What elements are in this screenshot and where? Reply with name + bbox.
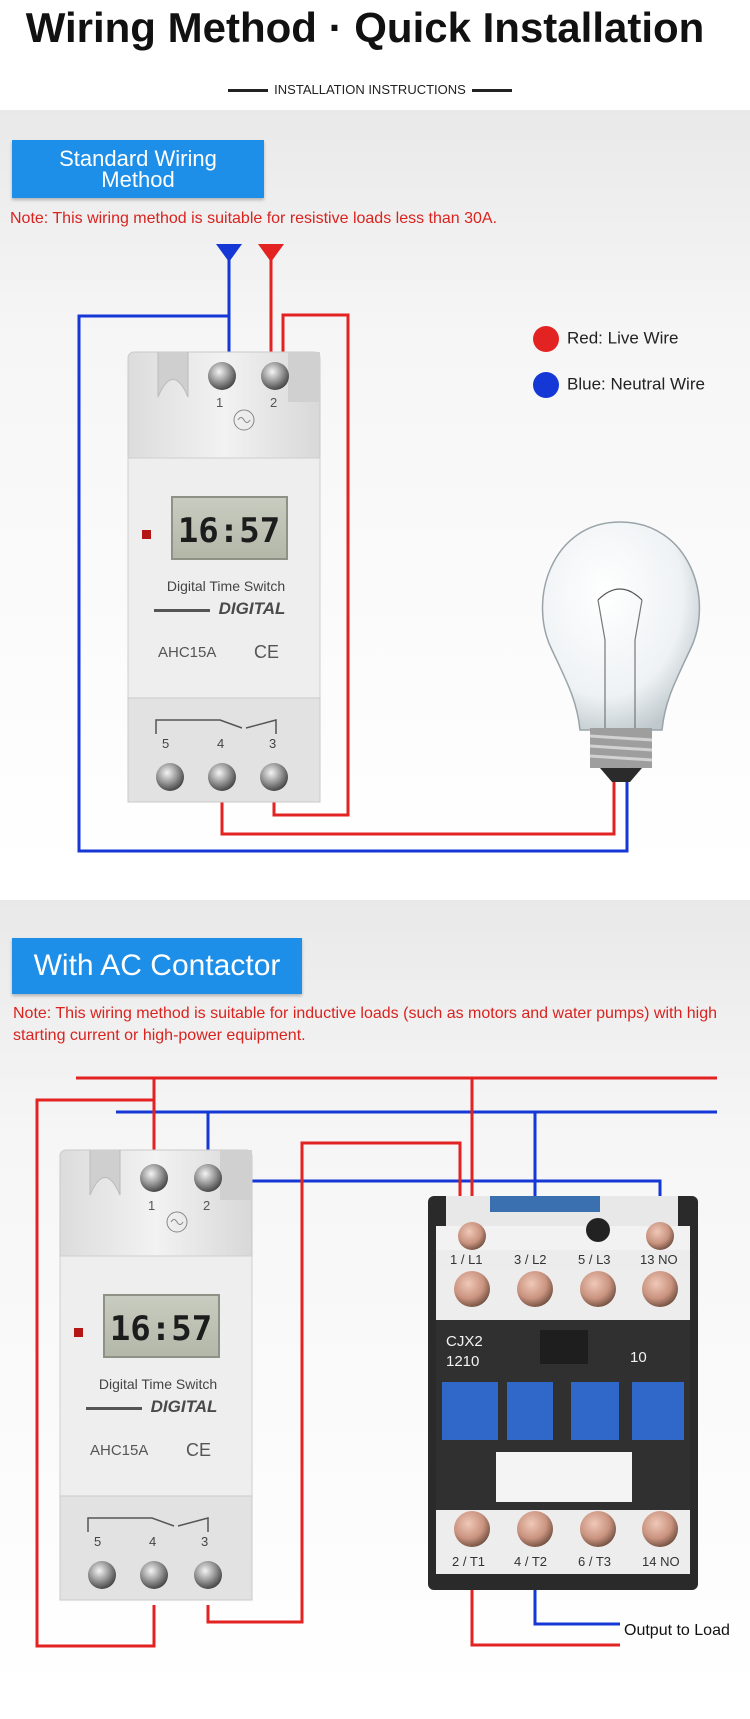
light-bulb-icon [541,521,701,782]
contactor-screw [517,1511,553,1547]
terminal-screw [194,1561,222,1589]
terminal-screw [261,362,289,390]
contactor-terminal-label: 13 NO [640,1252,678,1267]
standard-wiring-label: Standard Wiring Method [12,140,264,198]
ac-contactor-note: Note: This wiring method is suitable for… [13,1005,718,1044]
terminal-label: 2 [270,395,277,410]
red-dot-icon [533,326,559,352]
device-name: Digital Time Switch [167,578,285,594]
contactor-screw [454,1511,490,1547]
contactor-terminal-label: 3 / L2 [514,1252,547,1267]
terminal-screw [140,1561,168,1589]
contactor-screw [580,1271,616,1307]
live-input-arrow [258,244,284,262]
output-to-load-label: Output to Load [624,1622,730,1639]
lcd-time: 16:57 [110,1309,212,1349]
terminal-label: 3 [201,1534,208,1549]
terminal-screw [140,1164,168,1192]
divider [228,89,269,93]
status-led [142,530,151,539]
contactor-terminal-label: 4 / T2 [514,1554,547,1569]
device-model: AHC15A [158,644,216,661]
timer-device-1: 1 2 16:57 Digital Time Switch DIGITAL AH… [127,351,321,803]
lcd-screen [103,1294,220,1358]
contactor-terminal-label: 6 / T3 [578,1554,611,1569]
contactor-model: 1210 [446,1353,479,1370]
contactor-terminal-label: 1 / L1 [450,1252,483,1267]
section1-wires [77,252,629,853]
terminal-screw [208,362,236,390]
device-name: Digital Time Switch [99,1376,217,1392]
lcd-time: 16:57 [178,511,280,551]
lcd-screen [171,496,288,560]
standard-wiring-note: Note: This wiring method is suitable for… [10,210,498,227]
neutral-input-arrow [216,244,242,262]
terminal-screw [208,763,236,791]
legend-neutral: Blue: Neutral Wire [533,372,705,398]
section-subtitle: INSTALLATION INSTRUCTIONS [0,82,740,97]
terminal-screw [88,1561,116,1589]
terminal-label: 1 [148,1198,155,1213]
divider [471,89,512,93]
contactor-screw [642,1271,678,1307]
contactor-screw [580,1511,616,1547]
contactor-code: 10 [630,1349,647,1366]
standard-wiring-label-line2: Method [101,167,175,192]
terminal-label: 2 [203,1198,210,1213]
device-brand: DIGITAL [219,599,286,618]
legend-live-label: Red: Live Wire [567,328,679,348]
terminal-label: 5 [94,1534,101,1549]
subtitle-text: INSTALLATION INSTRUCTIONS [274,82,466,97]
blue-dot-icon [533,372,559,398]
ce-mark: CE [186,1440,211,1460]
terminal-label: 3 [269,736,276,751]
ac-contactor-label: With AC Contactor [12,938,302,994]
terminal-label: 4 [149,1534,156,1549]
legend-neutral-label: Blue: Neutral Wire [567,374,705,394]
contactor-screw [642,1511,678,1547]
contactor-screw [517,1271,553,1307]
terminal-screw [156,763,184,791]
terminal-screw [260,763,288,791]
contactor-terminal-label: 5 / L3 [578,1252,611,1267]
standard-wiring-label-line1: Standard Wiring [59,146,217,171]
contactor-screw [454,1271,490,1307]
terminal-label: 1 [216,395,223,410]
status-led [74,1328,83,1337]
contactor-model: CJX2 [446,1333,483,1350]
ce-mark: CE [254,642,279,662]
contactor-terminal-label: 2 / T1 [452,1554,485,1569]
terminal-label: 5 [162,736,169,751]
terminal-screw [194,1164,222,1192]
terminal-label: 4 [217,736,224,751]
device-model: AHC15A [90,1442,148,1459]
page-title: Wiring Method · Quick Installation [25,4,705,51]
ac-contactor: 1 / L1 3 / L2 5 / L3 13 NO CJX2 1210 10 … [428,1196,698,1590]
contactor-terminal-label: 14 NO [642,1554,680,1569]
timer-device-2: 1 2 16:57 Digital Time Switch DIGITAL AH… [59,1149,253,1601]
legend-live: Red: Live Wire [533,326,678,352]
device-brand: DIGITAL [151,1397,218,1416]
